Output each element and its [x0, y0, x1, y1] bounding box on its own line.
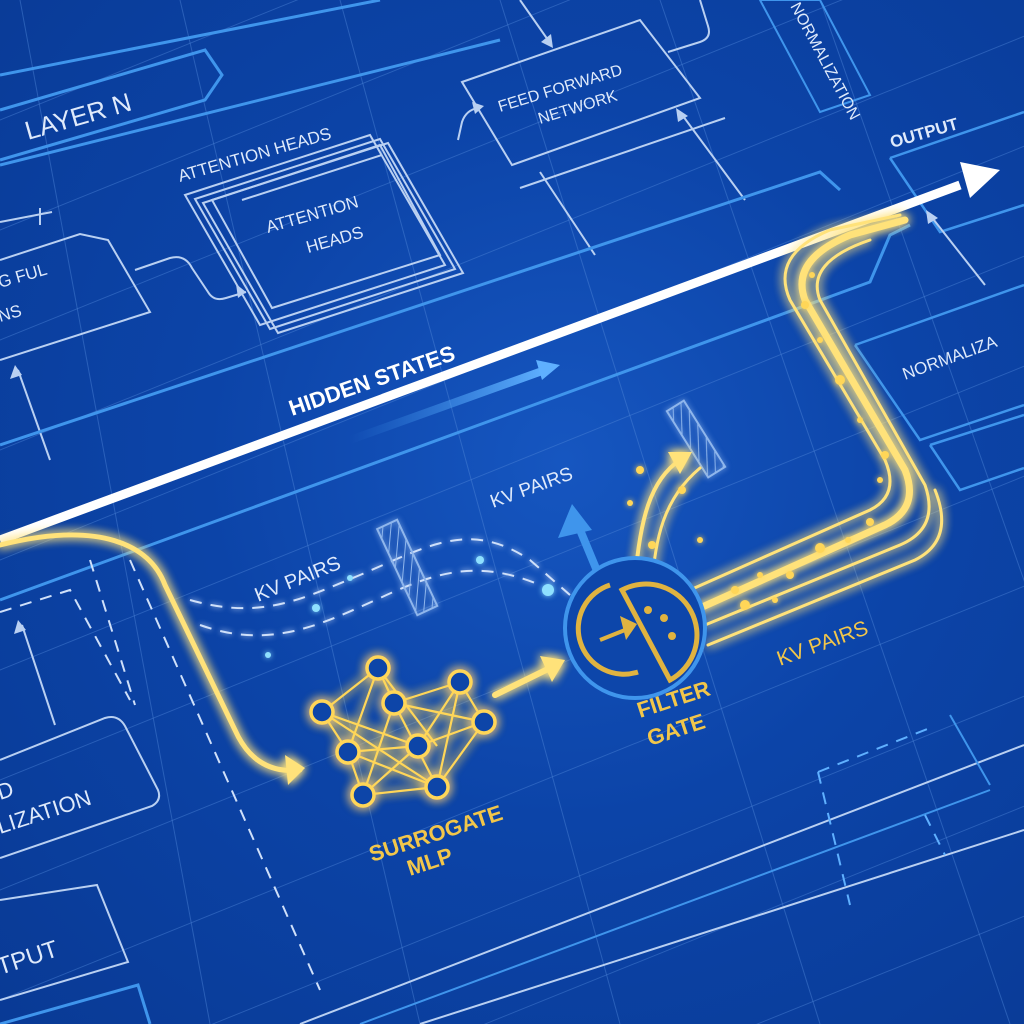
left-partial-block-top: G FUL NS — [0, 232, 152, 461]
kv-pairs-right-label: KV PAIRS — [774, 616, 871, 670]
attention-heads-block: ATTENTION HEADS ATTENTION HEADS — [0, 102, 484, 335]
svg-text:G FUL: G FUL — [0, 260, 49, 292]
normalization-right-block: NORMALIZA — [853, 283, 1024, 492]
kv-dashed-stream — [189, 399, 727, 658]
gold-flow — [0, 213, 944, 785]
svg-text:NS: NS — [0, 301, 24, 326]
bottom-rails — [299, 714, 1024, 1024]
left-partial-normalization: D LIZATION TPUT — [0, 559, 321, 1024]
layer-label: LAYER N — [0, 48, 224, 162]
normalization-top-block: NORMALIZATION — [758, 0, 872, 123]
svg-text:D: D — [0, 776, 17, 805]
top-band — [0, 0, 501, 167]
svg-text:HEADS: HEADS — [304, 223, 366, 257]
svg-text:NORMALIZA: NORMALIZA — [900, 332, 1000, 384]
gold-particles — [627, 272, 889, 610]
svg-text:TPUT: TPUT — [0, 936, 62, 981]
output-block: OUTPUT — [888, 110, 1024, 286]
filter-gate-icon — [563, 556, 707, 700]
kv-pairs-mid-label: KV PAIRS — [488, 463, 576, 512]
feed-forward-block: FEED FORWARD NETWORK — [460, 0, 746, 256]
kv-up-arrow-icon — [558, 504, 604, 580]
surrogate-mlp-network-icon — [309, 655, 497, 808]
output-arrowhead-icon — [960, 162, 1000, 198]
